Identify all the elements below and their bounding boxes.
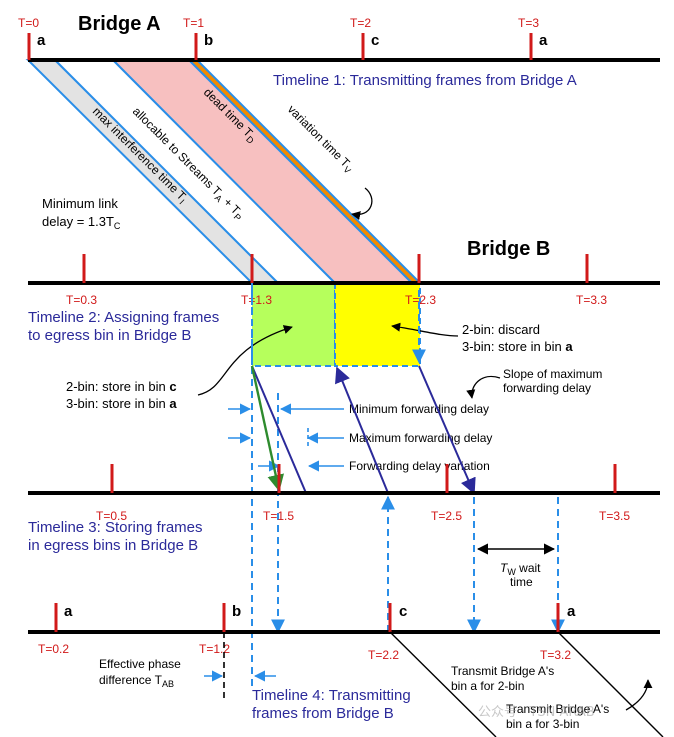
tl2-tick-2: T=2.3 — [405, 293, 436, 307]
phase-label-line2: difference TAB — [99, 673, 174, 689]
tl1-bin-1: b — [204, 32, 213, 49]
tl4-tick-2: T=2.2 — [368, 648, 399, 662]
tw-label-line1: TW wait — [500, 561, 541, 577]
bin2-discard-label: 2-bin: discard — [462, 322, 540, 337]
slope-label-line2: forwarding delay — [503, 381, 591, 395]
tx-3bin-line1: Transmit Bridge A's — [506, 702, 609, 716]
min-forwarding-label: Minimum forwarding delay — [349, 402, 489, 416]
slope-arrows — [251, 365, 476, 495]
timeline3-ticks — [110, 464, 617, 493]
watermark: 公众号 · TSN ARAB — [478, 705, 595, 720]
tx-diagonal-3bin — [557, 631, 664, 737]
max-forwarding-label: Maximum forwarding delay — [349, 431, 492, 445]
bin-right-pointer — [391, 322, 459, 337]
bin2-left-label: 2-bin: store in bin c — [66, 379, 177, 394]
phase-label-line1: Effective phase — [99, 657, 181, 671]
timeline1-ticks — [27, 33, 533, 60]
min-link-line1: Minimum link — [42, 196, 118, 211]
tx-2bin-line1: Transmit Bridge A's — [451, 664, 554, 678]
tl4-tick-3: T=3.2 — [540, 648, 571, 662]
tl1-bin-0: a — [37, 32, 46, 49]
timeline4-ticks — [54, 603, 560, 632]
tl1-tick-3: T=3 — [518, 16, 539, 30]
slope-label-line1: Slope of maximum — [503, 367, 602, 381]
timeline3-label-line2: in egress bins in Bridge B — [28, 537, 198, 554]
tl4-tick-0: T=0.2 — [38, 642, 69, 656]
timeline2-ticks — [82, 254, 589, 283]
timeline1-label: Timeline 1: Transmitting frames from Bri… — [273, 72, 577, 89]
tl1-bin-2: c — [371, 32, 379, 49]
green-arrow — [250, 365, 284, 492]
tl1-tick-2: T=2 — [350, 16, 371, 30]
timeline3-label-line1: Timeline 3: Storing frames — [28, 519, 203, 536]
link-delay-band — [25, 59, 423, 284]
bridge-a-title: Bridge A — [78, 13, 161, 35]
bin3-left-label: 3-bin: store in bin a — [66, 396, 177, 411]
tl4-bin-2: c — [399, 603, 407, 620]
tl1-bin-3: a — [539, 32, 548, 49]
fwd-variation-label: Forwarding delay variation — [349, 459, 490, 473]
tl3-tick-0: T=0.5 — [96, 509, 127, 523]
tl4-tick-1: T=1.2 — [199, 642, 230, 656]
tx-3bin-pointer — [625, 679, 653, 711]
tl1-tick-0: T=0 — [18, 16, 39, 30]
timeline2-label-line2: to egress bin in Bridge B — [28, 327, 191, 344]
tl2-tick-1: T=1.3 — [241, 293, 272, 307]
forwarding-delay-markers — [228, 403, 344, 472]
timeline4-label-line1: Timeline 4: Transmitting — [252, 687, 411, 704]
tx-3bin-line2: bin a for 3-bin — [506, 717, 579, 731]
tl4-bin-0: a — [64, 603, 73, 620]
bin3-store-label: 3-bin: store in bin a — [462, 339, 573, 354]
yellow-bin-box — [334, 282, 421, 367]
tl4-bin-3: a — [567, 603, 576, 620]
bin-left-pointer — [197, 325, 293, 396]
tw-label-line2: time — [510, 575, 533, 589]
tl2-tick-3: T=3.3 — [576, 293, 607, 307]
tx-diagonal-2bin — [389, 631, 497, 737]
tl3-tick-3: T=3.5 — [599, 509, 630, 523]
timeline2-label-line1: Timeline 2: Assigning frames — [28, 309, 219, 326]
timeline4-label-line2: frames from Bridge B — [252, 705, 394, 722]
bridge-b-title: Bridge B — [467, 238, 550, 260]
variation-pointer — [351, 187, 373, 221]
tl4-bin-1: b — [232, 603, 241, 620]
tl2-tick-0: T=0.3 — [66, 293, 97, 307]
tx-2bin-line2: bin a for 2-bin — [451, 679, 524, 693]
slope-pointer — [466, 375, 501, 399]
tl3-tick-1: T=1.5 — [263, 509, 294, 523]
min-link-line2: delay = 1.3TC — [42, 214, 121, 231]
tl3-tick-2: T=2.5 — [431, 509, 462, 523]
tl1-tick-1: T=1 — [183, 16, 204, 30]
